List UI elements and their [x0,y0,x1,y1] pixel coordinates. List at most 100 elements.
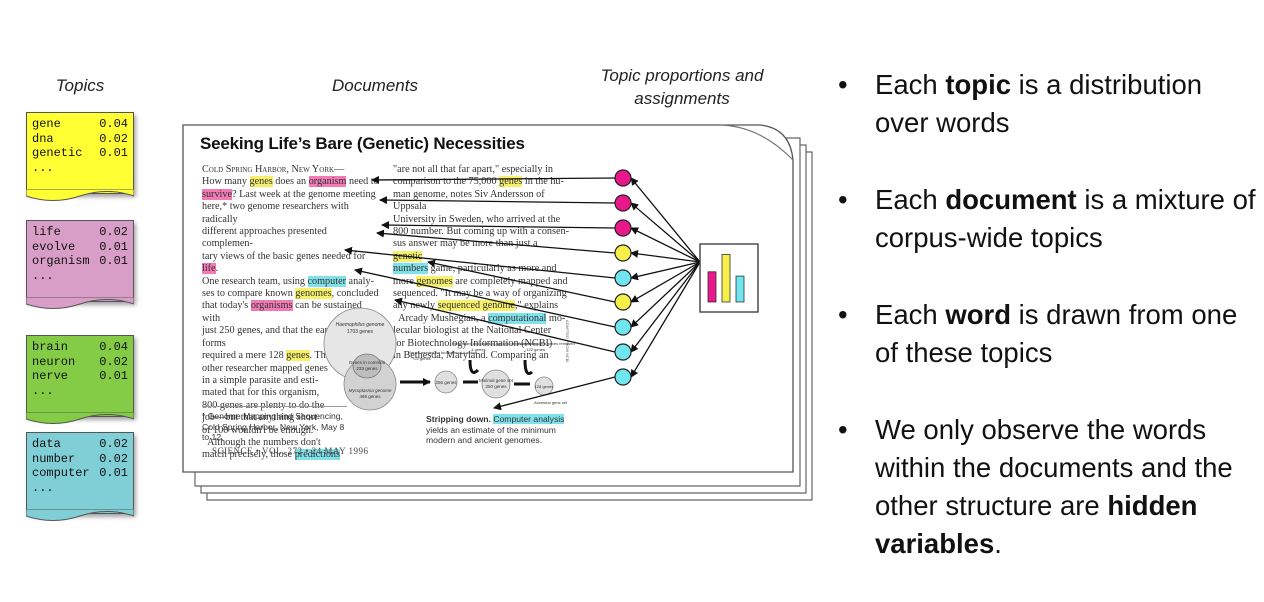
assignment-circles [614,169,632,386]
ancient-label: Ancient modern genes removed [518,341,575,346]
hub-edge [630,261,701,303]
wave-edge-icon [26,189,134,201]
topic-ellipsis: ... [32,160,54,175]
wave-fill [26,189,134,201]
haemophilus-label: Haemophilus genome [336,322,385,328]
hub-edge [630,261,701,281]
topic-ellipsis: ... [32,383,54,398]
minimal-label: Minimal gene set [479,378,514,383]
article-column-left: Cold Spring Harbor, New York— How many g… [202,164,379,461]
word-assignment-arrow [379,196,616,205]
topic-assignment-circle [614,318,632,336]
word-assignment-arrow [344,246,616,279]
article-footnote: * Genome Mapping and Sequencing, Cold Sp… [202,406,347,443]
hub-edge [630,261,701,353]
caption-highlight: Computer analysis [493,414,565,424]
word-assignment-arrow [354,267,616,328]
bullet-topic: • Each topic is a distribution over word… [838,66,1258,142]
bullet-list: • Each topic is a distribution over word… [838,66,1258,602]
doc-page-curl [719,124,794,161]
proportions-chart [699,243,759,313]
ancestral-label: Ancestral gene set [534,400,568,405]
article-title: Seeking Life’s Bare (Genetic) Necessitie… [200,134,525,153]
proportions-header-line2: assignments [634,89,730,108]
haemophilus-count: 1703 genes [347,329,374,335]
topic-assignment-circle [614,169,632,187]
caption-bold: Stripping down. [426,414,491,424]
bend-arrow-2 [523,359,533,375]
bend-arrow-1 [468,359,480,374]
proportions-header-line1: Topic proportions and [600,66,764,85]
assignment-overlay [344,169,759,411]
genome-figure: Haemophilus genome 1703 genes Genes in c… [323,307,575,411]
assignment-arrows [344,175,701,411]
hub-edge [630,177,701,263]
bullet-dot: • [838,414,848,445]
word-assignment-arrow [493,376,616,411]
topic-assignment-circle [614,219,632,237]
proportion-bar [721,254,731,303]
wave-fill [26,509,134,521]
word-assignment-arrow [381,221,616,230]
topic-ellipsis: ... [32,268,54,283]
g128-label: 128 genes [535,384,554,389]
topic-assignment-circle [614,368,632,386]
word-assignment-arrow [394,297,616,353]
common-label: Genes in common [349,360,386,365]
bullet-document: • Each document is a mixture of corpus-w… [838,181,1258,257]
proportion-bars [707,254,745,303]
needed-count: +22 genes [412,356,431,361]
article-footer: SCIENCE • VOL. 272 • 24 MAY 1996 [212,446,369,456]
word-assignment-arrow [376,229,616,254]
topic-assignment-circle [614,269,632,287]
redundant-count: -4 genes [470,347,486,352]
bullet-word: • Each word is drawn from one of these t… [838,296,1258,372]
figure-caption: Stripping down. Computer analysis yields… [426,414,576,446]
common-count: 233 genes [356,366,378,371]
caption-rest: yields an estimate of the minimum modern… [426,424,556,446]
topic-assignment-circle [614,194,632,212]
word-assignment-arrow [371,175,616,184]
bullet-dot: • [838,69,848,100]
topic-assignment-circle [614,343,632,361]
bullet-dot: • [838,184,848,215]
hub-edge [630,249,701,263]
mycoplasma-count: 469 genes [359,394,381,399]
wave-fill [26,412,134,424]
bullet-dot: • [838,299,848,330]
ancient-count: -122 genes [525,347,545,352]
proportion-bar [707,271,717,303]
g256-label: 256 genes [435,380,457,385]
topics-header: Topics [55,76,105,95]
hub-edge [630,227,701,263]
wave-edge-icon [26,297,134,309]
needed-label: Genes needed for biochemical function [408,350,477,355]
proportion-bar [735,275,745,303]
topic-assignment-circle [614,293,632,311]
wave-fill [26,297,134,309]
topic-ellipsis: ... [32,480,54,495]
redundant-label: Redundant and parasite-specific genes re… [452,341,538,346]
wave-edge-icon [26,509,134,521]
minimal-circle [481,369,511,399]
hub-edge [630,202,701,263]
hub-edge [630,261,701,378]
hub-edge [630,261,701,328]
topic-assignment-circle [614,244,632,262]
wave-edge-icon [26,412,134,424]
article-page: Seeking Life’s Bare (Genetic) Necessitie… [190,128,576,464]
